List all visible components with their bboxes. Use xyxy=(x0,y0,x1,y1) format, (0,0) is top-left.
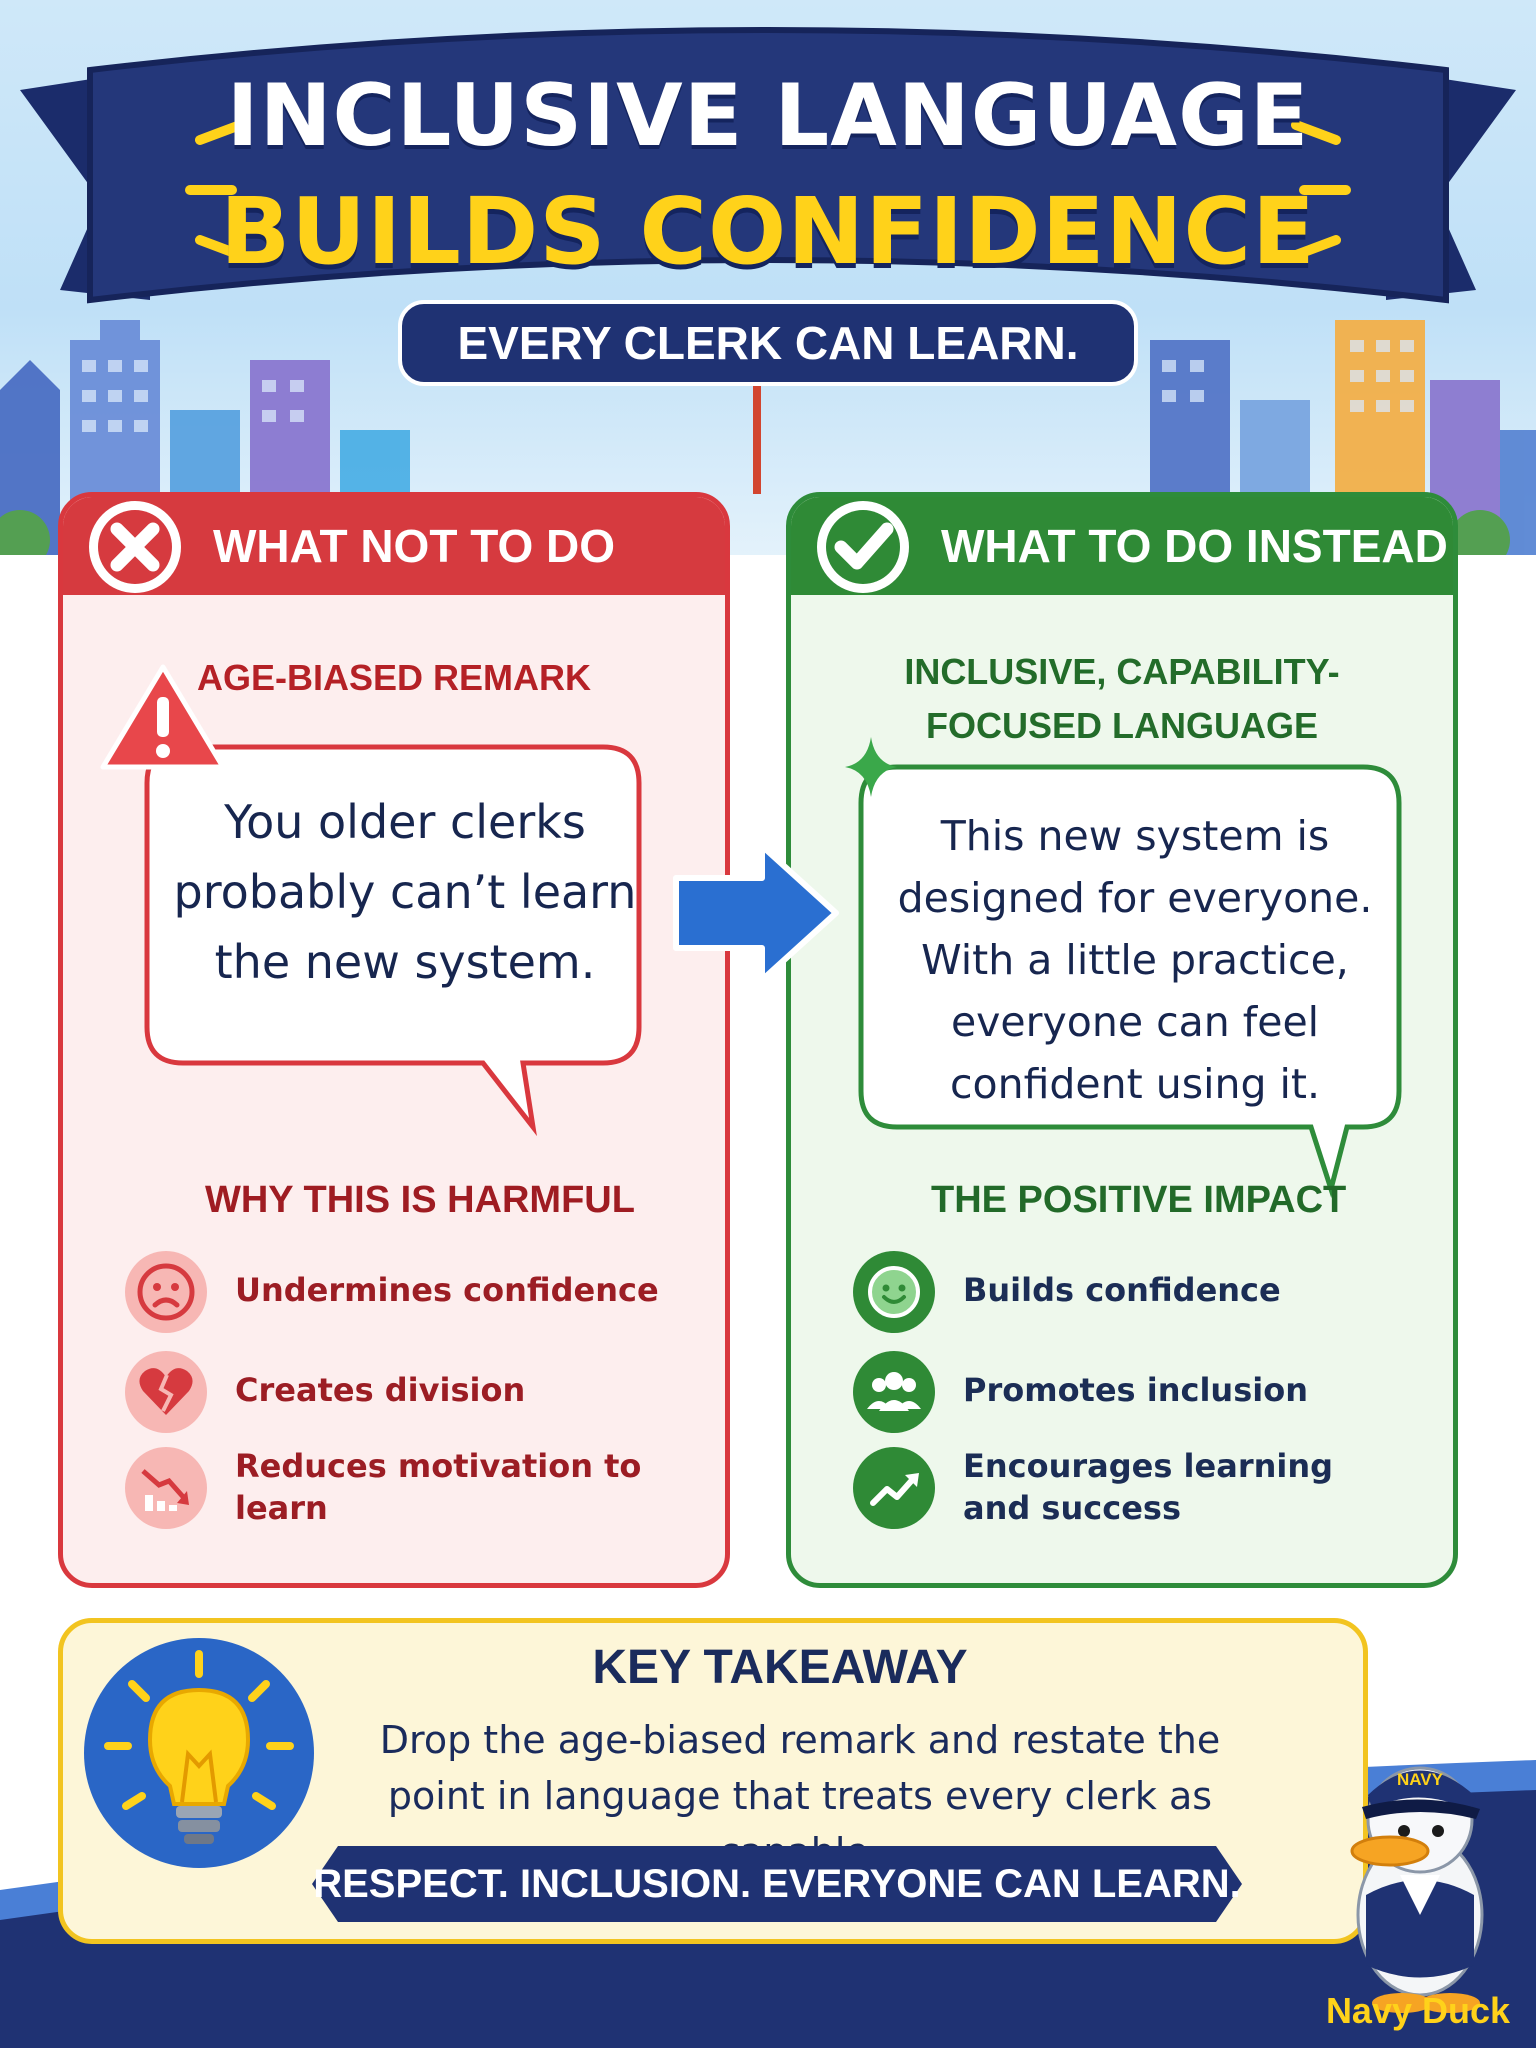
cap-text: NAVY xyxy=(1397,1770,1444,1789)
check-icon xyxy=(817,501,909,593)
sparkle-icon xyxy=(845,737,897,797)
what-to-do-header: WHAT TO DO INSTEAD xyxy=(791,497,1453,595)
motto-text: RESPECT. INCLUSION. EVERYONE CAN LEARN. xyxy=(313,1862,1241,1906)
list-item: Creates division xyxy=(123,1349,703,1441)
what-to-do-heading: WHAT TO DO INSTEAD xyxy=(941,520,1448,572)
age-biased-remark-title: AGE-BIASED REMARK xyxy=(196,657,591,698)
list-item: Undermines confidence xyxy=(123,1249,703,1341)
growth-chart-icon xyxy=(853,1447,935,1529)
what-not-to-do-panel: WHAT NOT TO DO AGE-BIASED REMARK You old… xyxy=(58,492,730,1588)
list-item: Promotes inclusion xyxy=(851,1349,1431,1441)
page-title-line-1: INCLUSIVE LANGUAGE xyxy=(226,66,1310,166)
lightbulb-icon xyxy=(84,1638,314,1868)
sad-face-icon xyxy=(125,1251,207,1333)
what-to-do-panel: WHAT TO DO INSTEAD INCLUSIVE, CAPABILITY… xyxy=(786,492,1458,1588)
positive-impact-title: THE POSITIVE IMPACT xyxy=(931,1179,1347,1221)
list-item: Builds confidence xyxy=(851,1249,1431,1341)
inclusive-language-title: INCLUSIVE, CAPABILITY-FOCUSED LANGUAGE xyxy=(904,651,1340,746)
inclusive-quote: This new system is designed for everyone… xyxy=(897,812,1373,1108)
list-item: Reduces motivation to learn xyxy=(123,1445,703,1537)
speech-bubble-good xyxy=(845,737,1402,1198)
title-ribbon xyxy=(20,27,1516,304)
navy-duck-mascot: NAVY xyxy=(1350,1766,1484,2013)
x-icon xyxy=(89,501,181,593)
what-not-to-do-header: WHAT NOT TO DO xyxy=(63,497,725,595)
what-not-to-do-heading: WHAT NOT TO DO xyxy=(213,520,616,572)
list-item-label: Undermines confidence xyxy=(235,1271,659,1309)
list-item-label: Reduces motivation to learn xyxy=(235,1447,642,1527)
key-takeaway-title: KEY TAKEAWAY xyxy=(592,1641,968,1694)
declining-chart-icon xyxy=(125,1447,207,1529)
group-icon xyxy=(853,1351,935,1433)
mascot-name: Navy Duck xyxy=(1325,1990,1511,2031)
why-harmful-title: WHY THIS IS HARMFUL xyxy=(205,1179,635,1221)
sign-pole xyxy=(753,386,761,494)
motto-ribbon xyxy=(312,1846,1242,1922)
broken-heart-icon xyxy=(125,1351,207,1433)
list-item-label: Builds confidence xyxy=(963,1271,1281,1309)
speech-bubble-bad xyxy=(100,664,642,1137)
list-item: Encourages learning and success xyxy=(851,1445,1431,1537)
list-item-label: Promotes inclusion xyxy=(963,1371,1308,1409)
age-biased-quote: You older clerks probably can’t learn th… xyxy=(173,795,637,989)
subtitle-pill: EVERY CLERK CAN LEARN. xyxy=(398,300,1138,386)
page-title-line-2: BUILDS CONFIDENCE xyxy=(220,178,1316,285)
smile-face-icon xyxy=(853,1251,935,1333)
warning-icon xyxy=(100,664,226,770)
arrow-right-icon xyxy=(673,843,839,983)
list-item-label: Encourages learning and success xyxy=(963,1447,1334,1527)
list-item-label: Creates division xyxy=(235,1371,526,1409)
